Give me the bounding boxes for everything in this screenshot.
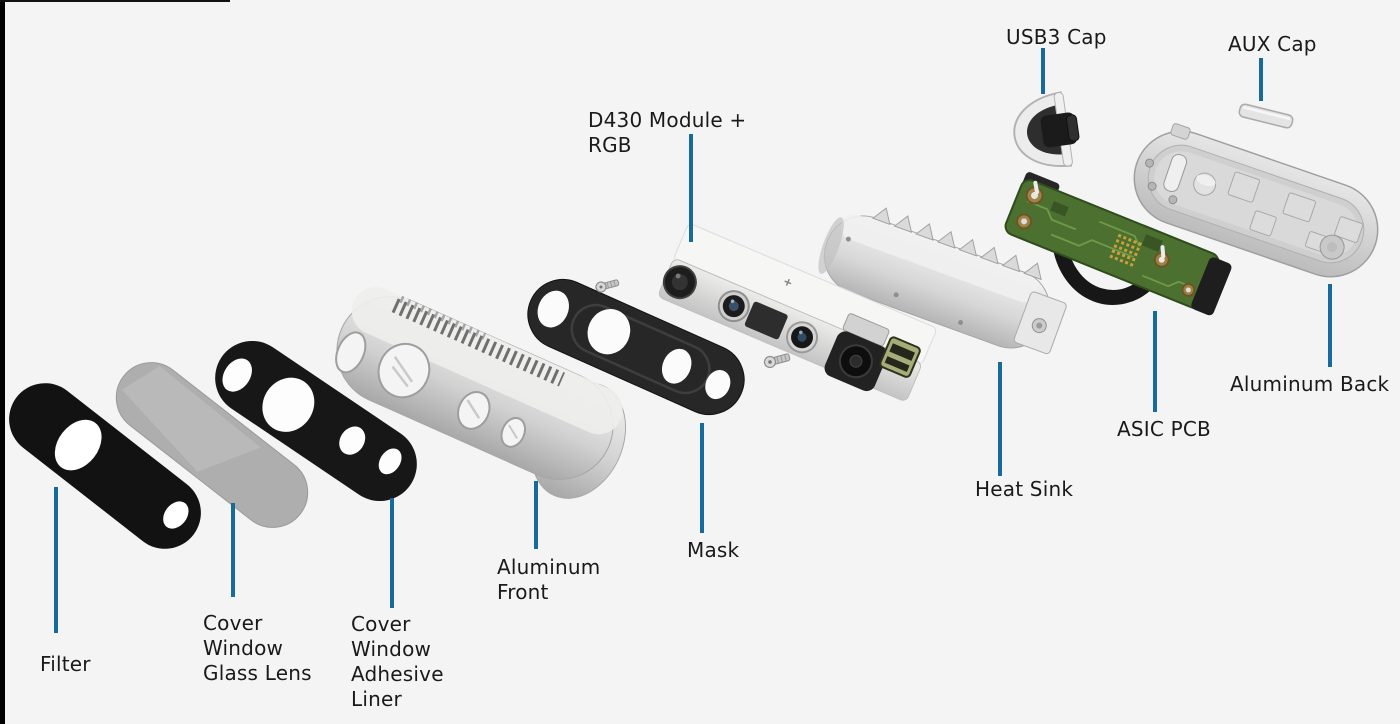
image-top-border bbox=[0, 0, 230, 2]
asic-pcb-part bbox=[1004, 172, 1232, 316]
label-cover-window-adhesive-liner: Cover Window Adhesive Liner bbox=[351, 612, 444, 711]
label-mask: Mask bbox=[687, 538, 740, 562]
usb3-cap-part bbox=[1013, 91, 1080, 167]
cover-window-adhesive-liner-part bbox=[215, 340, 417, 502]
label-cover-window-glass-lens: Cover Window Glass Lens bbox=[203, 611, 312, 685]
screw-bottom bbox=[763, 353, 791, 369]
leader-lines bbox=[54, 48, 1332, 633]
label-usb3-cap: USB3 Cap bbox=[1006, 25, 1107, 49]
image-left-border bbox=[0, 0, 5, 724]
label-aluminum-back: Aluminum Back bbox=[1230, 372, 1390, 396]
screw-top bbox=[595, 279, 620, 293]
d430-module-part bbox=[658, 223, 937, 401]
label-filter: Filter bbox=[40, 652, 91, 676]
label-d430-module-rgb: D430 Module + RGB bbox=[588, 108, 747, 157]
heat-sink-part bbox=[818, 207, 1067, 355]
mask-part bbox=[527, 278, 745, 416]
label-asic-pcb: ASIC PCB bbox=[1117, 417, 1211, 441]
label-aux-cap: AUX Cap bbox=[1228, 32, 1317, 56]
aux-cap-part bbox=[1238, 103, 1294, 129]
label-heat-sink: Heat Sink bbox=[975, 477, 1074, 501]
label-aluminum-front: Aluminum Front bbox=[497, 555, 601, 604]
aluminum-front-part bbox=[335, 286, 627, 499]
aluminum-back-part bbox=[1133, 123, 1379, 278]
cover-window-glass-lens-part bbox=[115, 362, 309, 528]
filter-part bbox=[9, 383, 201, 549]
